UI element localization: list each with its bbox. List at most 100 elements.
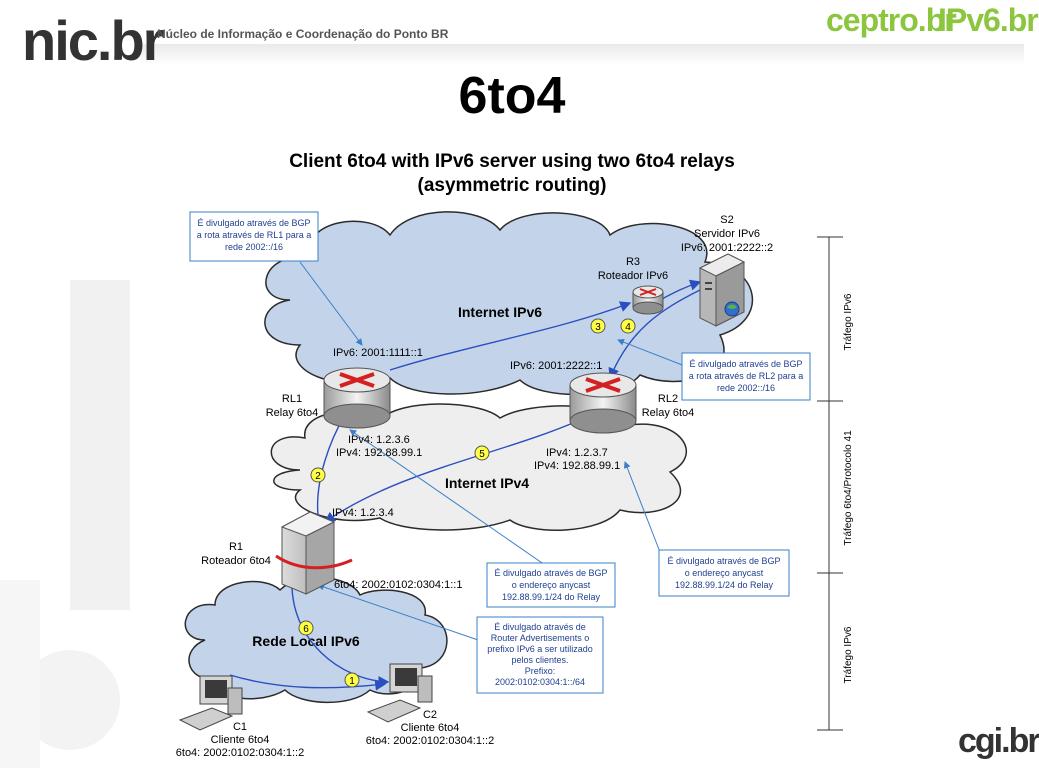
ipv6-br-logo: IPv6.br — [938, 2, 1039, 38]
r1-role: Roteador 6to4 — [201, 555, 271, 567]
rl2-role: Relay 6to4 — [642, 407, 695, 419]
svg-text:1: 1 — [349, 676, 355, 687]
s2-ipv6: IPv6: 2001:2222::2 — [681, 242, 773, 254]
svg-text:192.88.99.1/24 do Relay: 192.88.99.1/24 do Relay — [502, 592, 601, 602]
arrow-step-3 — [389, 301, 632, 371]
traffic-top-label: Tráfego IPv6 — [843, 293, 854, 350]
background-watermark — [0, 280, 130, 768]
step-markers: 1 2 3 4 5 6 — [298, 318, 636, 688]
server-s2 — [698, 253, 746, 327]
client-c1 — [178, 675, 243, 731]
c1-6to4: 6to4: 2002:0102:0304:1::2 — [176, 747, 304, 759]
rl1-role: Relay 6to4 — [266, 407, 319, 419]
svg-text:o endereço anycast: o endereço anycast — [512, 580, 591, 590]
note-router-adv: É divulgado através de Router Advertisem… — [476, 616, 604, 694]
svg-text:o endereço anycast: o endereço anycast — [685, 568, 764, 578]
svg-text:rede 2002::/16: rede 2002::/16 — [717, 383, 775, 393]
c2-6to4: 6to4: 2002:0102:0304:1::2 — [366, 735, 494, 747]
c2-label: C2 — [423, 709, 437, 721]
s2-role: Servidor IPv6 — [694, 228, 760, 240]
c1-label: C1 — [233, 721, 247, 733]
cgi-br-logo: cgi.br — [958, 722, 1039, 760]
svg-text:Router Advertisements o: Router Advertisements o — [491, 633, 590, 643]
svg-text:É divulgado através de BGP: É divulgado através de BGP — [197, 218, 310, 228]
header-divider — [140, 44, 1024, 66]
arrow-step-6 — [291, 579, 390, 688]
nic-br-logo: nic.br — [22, 9, 164, 72]
rl1-ipv6: IPv6: 2001:1111::1 — [333, 347, 423, 359]
note-bgp-rl1: É divulgado através de BGP a rota atravé… — [189, 211, 319, 262]
traffic-bottom-label: Tráfego IPv6 — [843, 626, 854, 683]
local-ipv6-label: Rede Local IPv6 — [252, 633, 360, 649]
internet-ipv6-label: Internet IPv6 — [458, 304, 542, 320]
internet-ipv4-label: Internet IPv4 — [445, 475, 529, 491]
c2-role: Cliente 6to4 — [401, 722, 460, 734]
step-4-marker: 4 — [620, 318, 636, 334]
r1-6to4: 6to4: 2002:0102:0304:1::1 — [334, 579, 462, 591]
svg-text:2: 2 — [315, 471, 321, 482]
svg-text:É divulgado através de: É divulgado através de — [494, 622, 586, 632]
rl2-ipv6: IPv6: 2001:2222::1 — [510, 360, 602, 372]
svg-text:5: 5 — [479, 449, 485, 460]
note-anycast-mid: É divulgado através de BGP o endereço an… — [486, 562, 616, 608]
svg-text:192.88.99.1/24 do Relay: 192.88.99.1/24 do Relay — [675, 580, 774, 590]
rl2-label: RL2 — [658, 393, 678, 405]
step-3-marker: 3 — [590, 318, 606, 334]
firewall-arrow-icon — [275, 554, 353, 570]
local-ipv6-cloud: Rede Local IPv6 — [184, 576, 448, 704]
step-1-marker: 1 — [344, 672, 360, 688]
svg-text:4: 4 — [625, 322, 631, 333]
r3-label: R3 — [626, 256, 640, 268]
arrow-step-1 — [229, 674, 387, 691]
router-arrows-icon — [639, 288, 657, 296]
svg-text:É divulgado através de BGP: É divulgado através de BGP — [667, 556, 780, 566]
svg-text:Prefixo:: Prefixo: — [525, 666, 556, 676]
arrow-step-5 — [323, 419, 581, 523]
note-leaders — [299, 261, 691, 641]
step-6-marker: 6 — [298, 620, 314, 636]
router-arrows-icon — [339, 372, 375, 388]
client-c2 — [366, 663, 433, 723]
router-r3 — [632, 285, 664, 315]
relay-rl1 — [323, 367, 391, 429]
relay-rl2 — [569, 372, 637, 434]
svg-text:rede 2002::/16: rede 2002::/16 — [225, 242, 283, 252]
slide-subtitle: Client 6to4 with IPv6 server using two 6… — [0, 150, 1024, 198]
router-r1 — [275, 511, 353, 595]
internet-ipv4-cloud: Internet IPv4 — [270, 403, 688, 531]
arrow-return-s2 — [608, 289, 701, 380]
svg-text:prefixo IPv6 a ser utilizado: prefixo IPv6 a ser utilizado — [487, 644, 593, 654]
svg-text:6: 6 — [303, 624, 309, 635]
svg-text:a rota através de RL2 para a: a rota através de RL2 para a — [689, 371, 804, 381]
node-labels: S2 Servidor IPv6 IPv6: 2001:2222::2 R3 R… — [176, 214, 773, 759]
traffic-scale — [817, 236, 843, 731]
subtitle-line-1: Client 6to4 with IPv6 server using two 6… — [289, 151, 735, 172]
rl2-ipv4a: IPv4: 1.2.3.7 — [546, 447, 608, 459]
org-name: Núcleo de Informação e Coordenação do Po… — [157, 27, 449, 41]
rl1-ipv4b: IPv4: 192.88.99.1 — [336, 447, 422, 459]
r3-role: Roteador IPv6 — [598, 270, 668, 282]
rl1-label: RL1 — [282, 393, 302, 405]
svg-text:pelos clientes.: pelos clientes. — [511, 655, 568, 665]
router-arrows-icon — [585, 377, 621, 393]
traffic-middle-label: Tráfego 6to4/Protocolo 41 — [843, 430, 854, 546]
svg-text:2002:0102:0304:1::/64: 2002:0102:0304:1::/64 — [495, 677, 585, 687]
svg-text:3: 3 — [595, 322, 601, 333]
svg-text:a rota através de RL1 para a: a rota através de RL1 para a — [197, 230, 312, 240]
subtitle-line-2: (asymmetric routing) — [417, 175, 607, 196]
step-5-marker: 5 — [474, 445, 490, 461]
r1-label: R1 — [229, 541, 243, 553]
note-anycast-right: É divulgado através de BGP o endereço an… — [658, 549, 790, 597]
internet-ipv6-cloud: Internet IPv6 — [264, 211, 754, 396]
ceptro-br-logo: ceptro.br — [826, 2, 957, 38]
c1-role: Cliente 6to4 — [211, 734, 270, 746]
arrow-step-4 — [659, 279, 702, 301]
svg-text:É divulgado através de BGP: É divulgado através de BGP — [494, 568, 607, 578]
note-bgp-rl2: É divulgado através de BGP a rota atravé… — [681, 352, 811, 401]
step-2-marker: 2 — [310, 467, 326, 483]
slide-title: 6to4 — [458, 67, 566, 125]
rl2-ipv4b: IPv4: 192.88.99.1 — [534, 460, 620, 472]
rl1-ipv4a: IPv4: 1.2.3.6 — [348, 434, 410, 446]
s2-label: S2 — [720, 214, 733, 226]
svg-text:É divulgado através de BGP: É divulgado através de BGP — [689, 359, 802, 369]
